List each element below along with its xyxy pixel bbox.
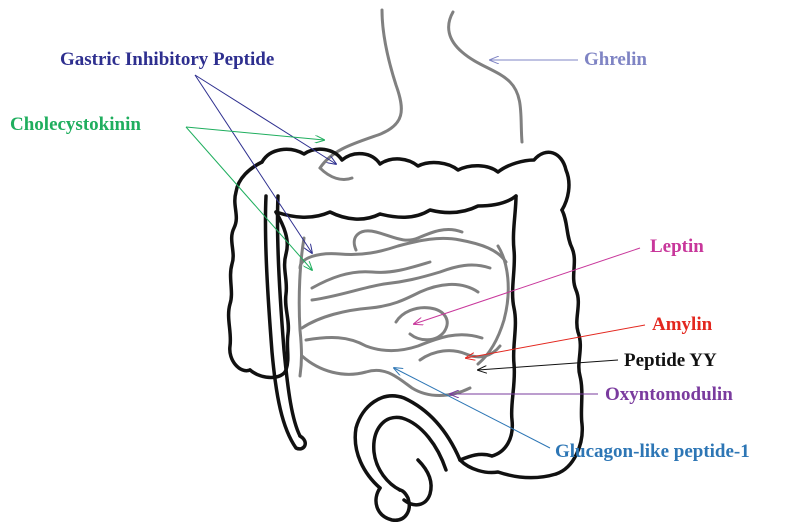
glp1-arrow	[394, 368, 550, 448]
gip-label: Gastric Inhibitory Peptide	[60, 50, 274, 69]
leptin-label: Leptin	[650, 237, 704, 256]
glp1-label: Glucagon-like peptide-1	[555, 442, 750, 461]
leptin-arrow	[414, 248, 640, 324]
pyy-arrow	[478, 360, 618, 370]
amylin-label: Amylin	[652, 315, 712, 334]
ghrelin-label: Ghrelin	[584, 50, 647, 69]
small-intestine-outline	[299, 230, 508, 396]
large-intestine-outline	[229, 149, 583, 520]
cholecystokinin-label: Cholecystokinin	[10, 115, 141, 134]
peptide-yy-label: Peptide YY	[624, 351, 717, 370]
amylin-arrow	[466, 325, 645, 358]
oxyntomodulin-label: Oxyntomodulin	[605, 385, 733, 404]
